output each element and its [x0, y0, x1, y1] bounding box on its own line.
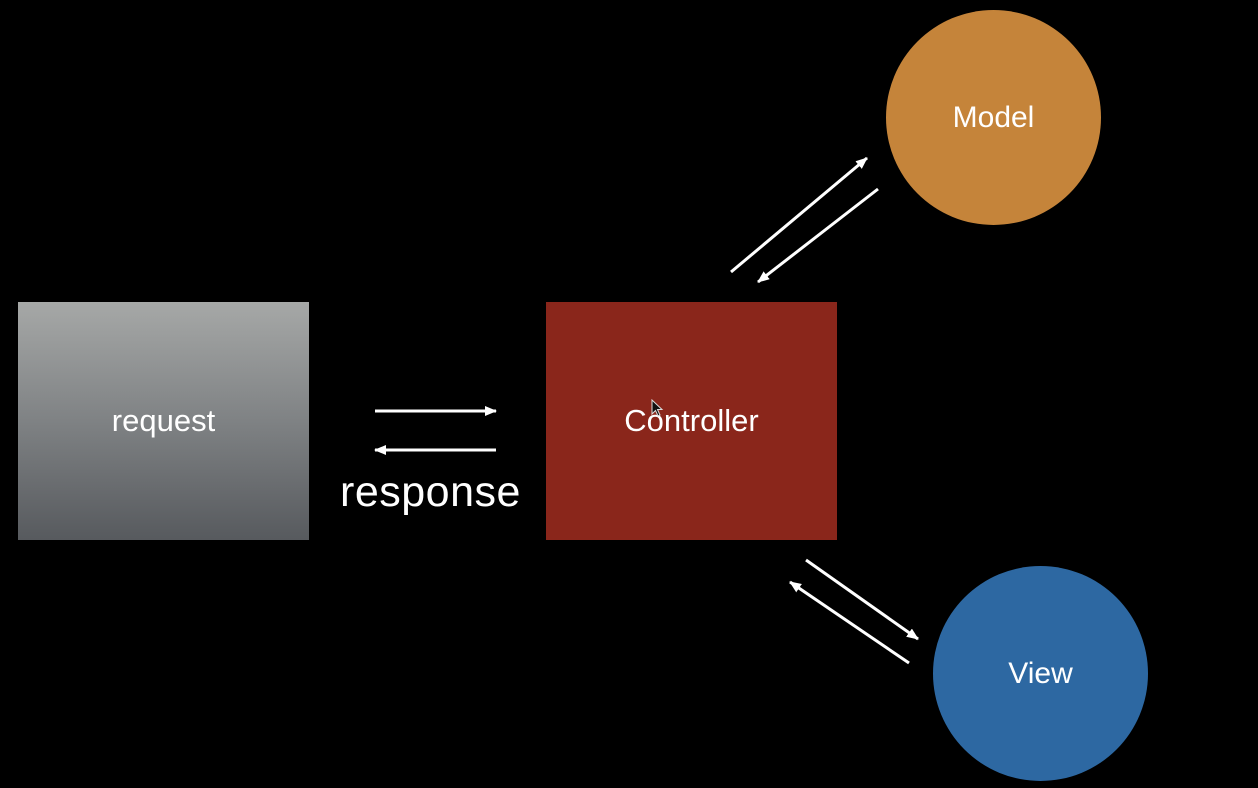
controller-to-model-arrow [730, 156, 868, 274]
response-label: response [340, 468, 521, 516]
model-label: Model [952, 100, 1035, 134]
request-label: request [111, 403, 216, 438]
model-circle: Model [886, 10, 1101, 225]
view-circle: View [933, 566, 1148, 781]
view-label: View [1008, 656, 1073, 690]
controller-to-view-arrow [805, 558, 919, 641]
mouse-pointer-icon [651, 399, 664, 417]
controller-label: Controller [624, 403, 759, 438]
model-to-controller-arrow [757, 187, 879, 284]
request-box: request [18, 302, 309, 540]
controller-box: Controller [546, 302, 837, 540]
view-to-controller-arrow [789, 580, 910, 665]
